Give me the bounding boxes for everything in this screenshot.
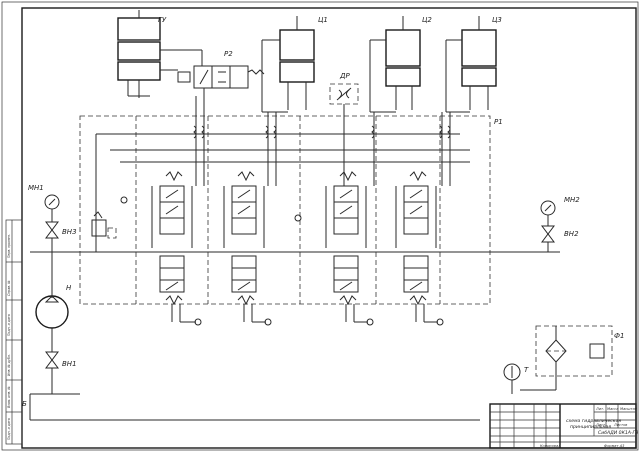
valve-section-1 [151,171,202,326]
label-r1: Р1 [494,118,503,126]
r2-valve [160,49,265,89]
tank-b [29,393,480,421]
cylinder-c1 [261,16,315,112]
stamp-1: Справ. № [7,280,11,296]
label-n: Н [66,284,72,292]
valve-vn3 [45,221,59,239]
valve-vn2 [541,225,555,252]
sheet-num-label: Лист [595,423,606,427]
label-gu: ГУ [158,16,167,24]
valve-section-4 [395,171,444,326]
title-line-2: схема гидравлическая [566,419,621,424]
stamp-3: Инв. № дубл. [7,354,11,376]
throttle-dr [329,83,359,105]
sheets-label: Листов [613,423,627,427]
label-vn3: ВН3 [62,228,77,236]
pump-n [35,295,69,329]
label-b: Б [22,400,27,408]
thermometer-t [503,363,521,394]
valve-section-2 [223,171,272,326]
title-line-3: принципиальная [570,425,611,430]
scale-label: Масштаб [620,407,638,411]
pressure-gauge-mn1 [44,194,60,222]
label-mn2: МН2 [564,196,580,204]
label-vn1: ВН1 [62,360,77,368]
stamp-4: Взам. инв. № [7,386,11,408]
format-label: Формат А3 [604,444,625,448]
gu-cylinder [117,10,161,98]
pressure-lines [30,133,560,253]
filter-f1 [520,325,613,391]
feed-lines [193,88,470,186]
lit-label: Лит. [595,407,604,411]
label-c3: Ц3 [492,16,502,24]
valve-vn1 [45,328,59,394]
stamp-0: Перв. примен. [7,234,11,258]
label-t: Т [524,366,529,374]
label-mn1: МН1 [28,184,44,192]
side-stamp-strip: Перв. примен. Справ. № Подп. и дата Инв.… [5,219,23,445]
label-vn2: ВН2 [564,230,579,238]
stamp-2: Подп. и дата [7,314,11,336]
cylinder-c3 [445,16,497,112]
company-label: Копировал [540,444,561,448]
mass-label: Масса [607,407,618,411]
label-c2: Ц2 [422,16,432,24]
doc-code: СибАДИ 0К1А-ГЗ [598,430,638,436]
label-dr: ДР [339,72,350,80]
stamp-5: Подп. и дата [7,418,11,440]
distributor-r1-frame [79,115,491,305]
distributor-sections [135,116,441,304]
pressure-gauge-mn2 [540,200,556,226]
label-r2: Р2 [224,50,233,58]
relief-valve-block [91,196,302,239]
cylinder-c2 [369,16,421,112]
label-f1: Ф1 [614,332,624,340]
valve-section-3 [325,171,374,326]
title-block [489,403,637,449]
label-c1: Ц1 [318,16,328,24]
